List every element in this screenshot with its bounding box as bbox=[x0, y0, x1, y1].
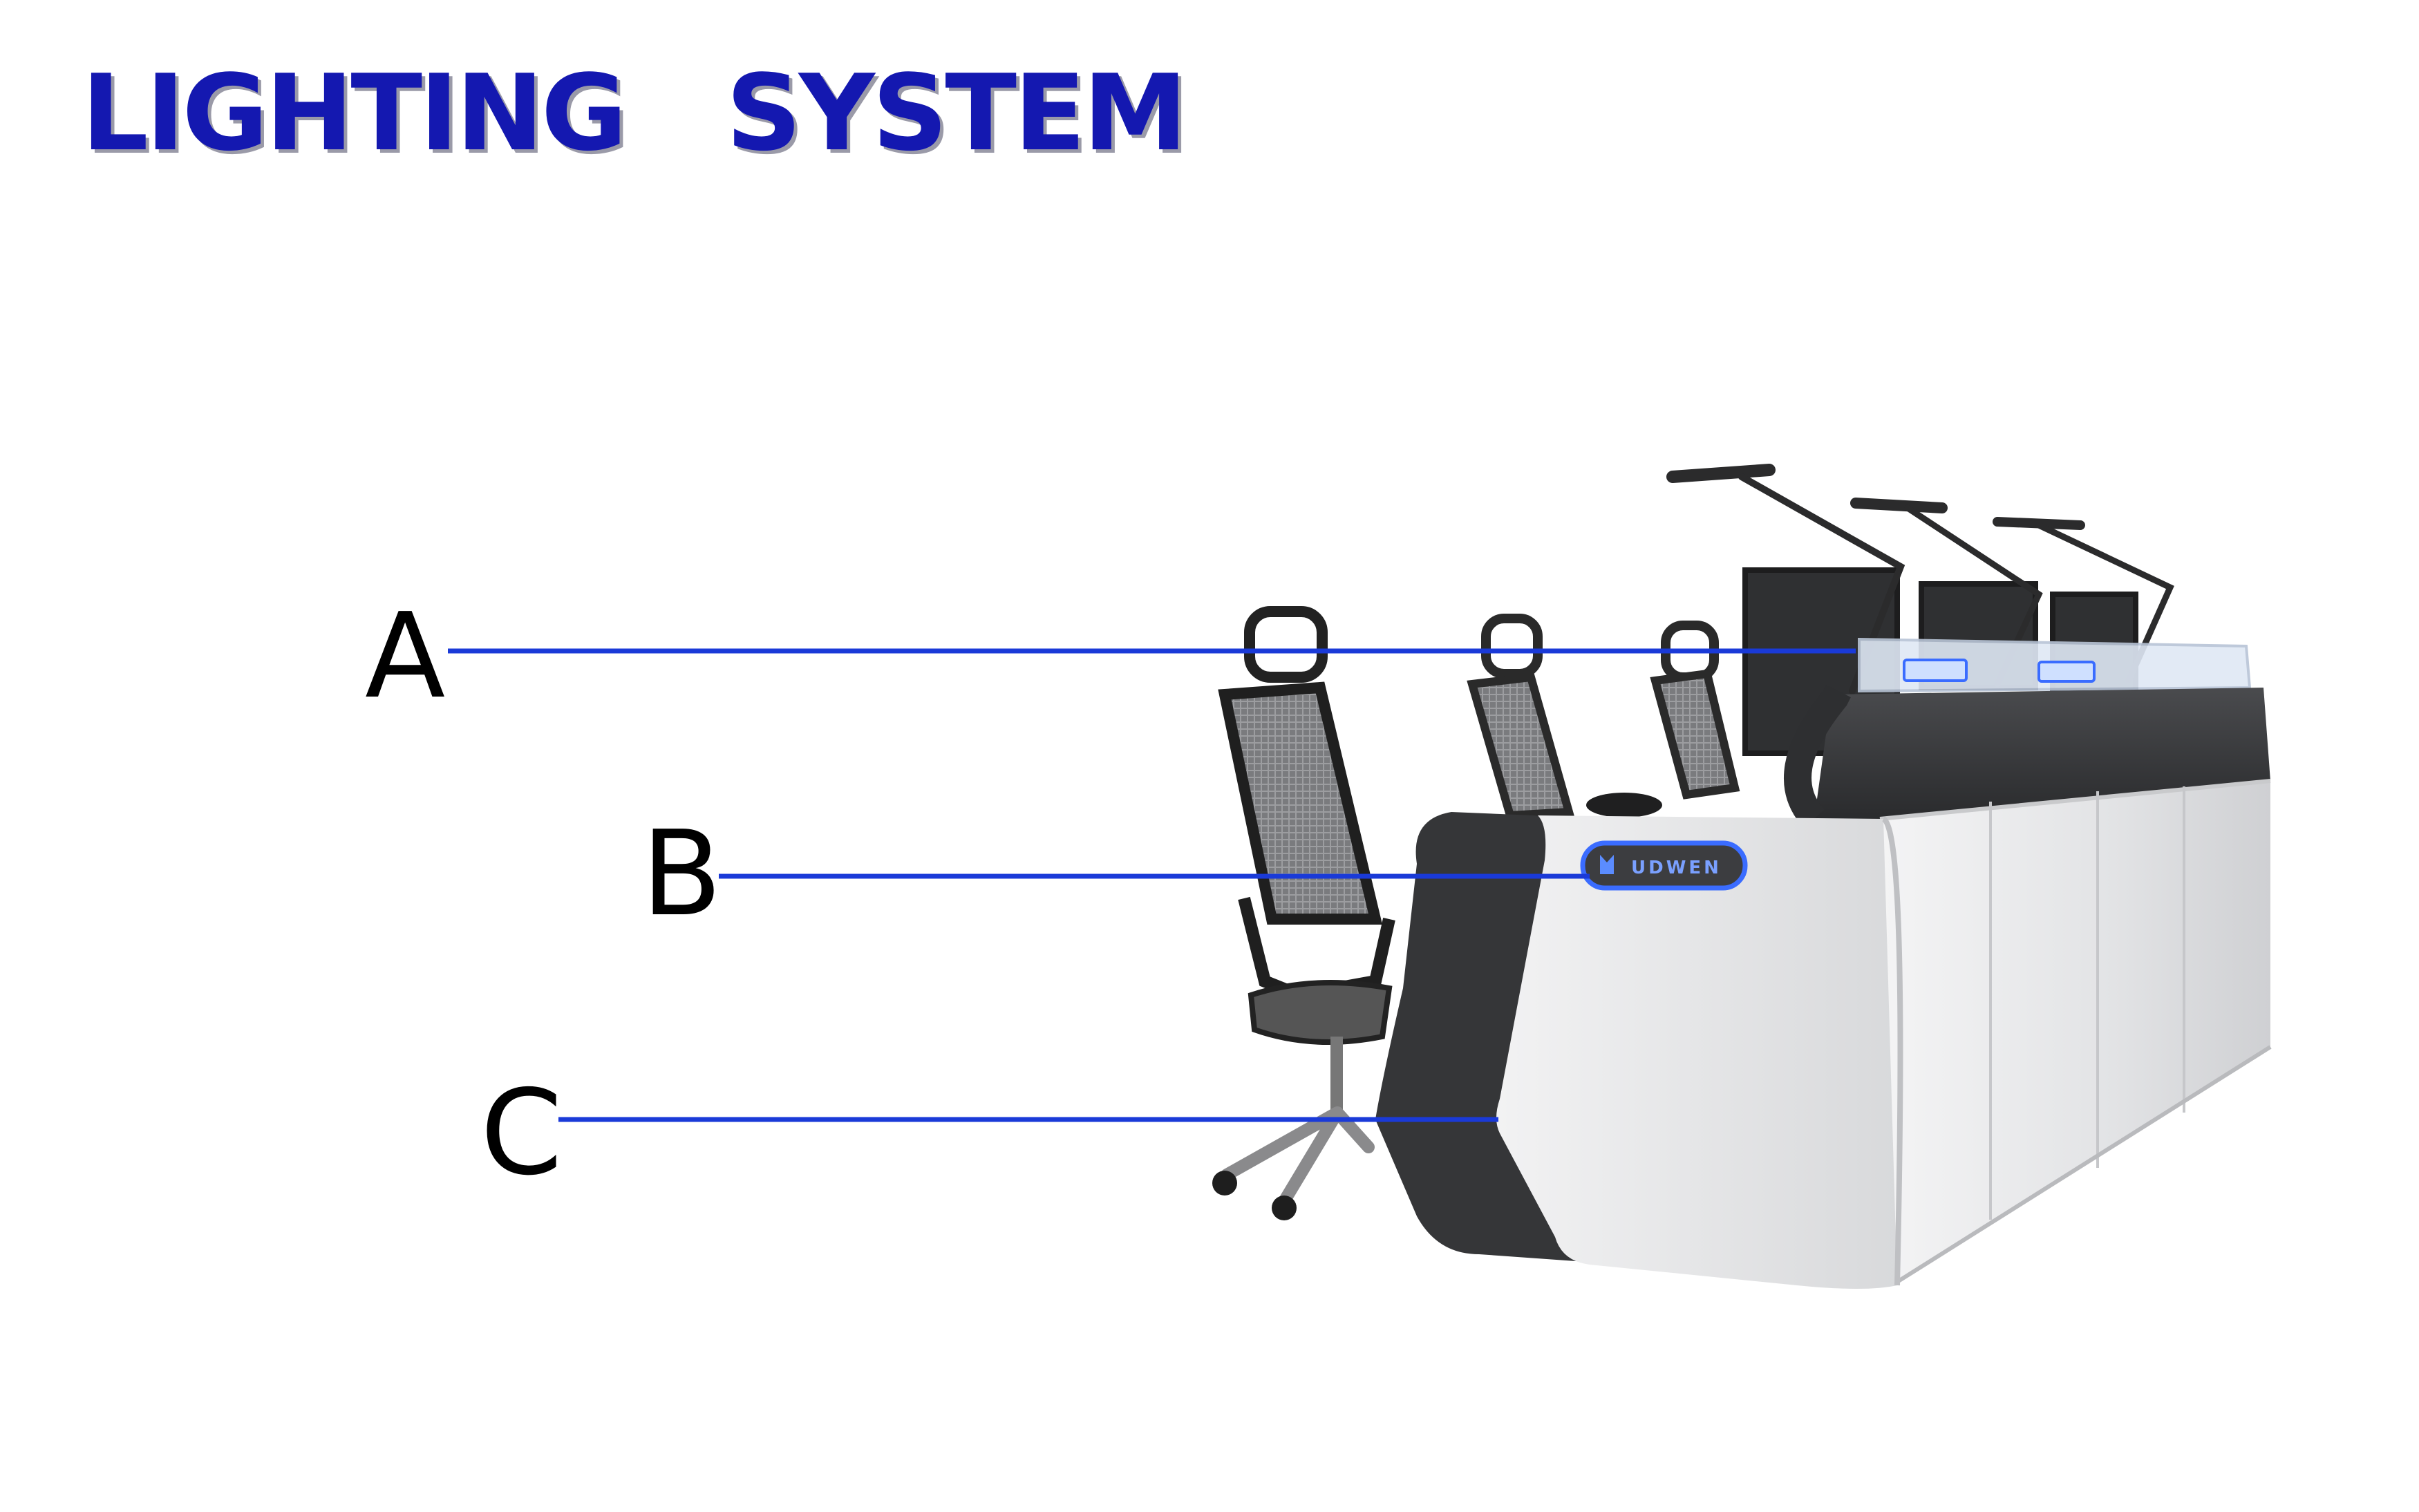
chair-rear-middle bbox=[1472, 618, 1569, 815]
callout-label-b: B bbox=[641, 815, 722, 933]
chair-front bbox=[1212, 612, 1389, 1220]
callout-label-a: A bbox=[365, 598, 445, 715]
brand-badge: UDWEN bbox=[1583, 843, 1745, 888]
brand-mark-text: UDWEN bbox=[1631, 858, 1722, 878]
glass-light-panel bbox=[1859, 639, 2250, 691]
console-body bbox=[1880, 781, 2270, 1282]
callout-label-c: C bbox=[480, 1075, 563, 1192]
